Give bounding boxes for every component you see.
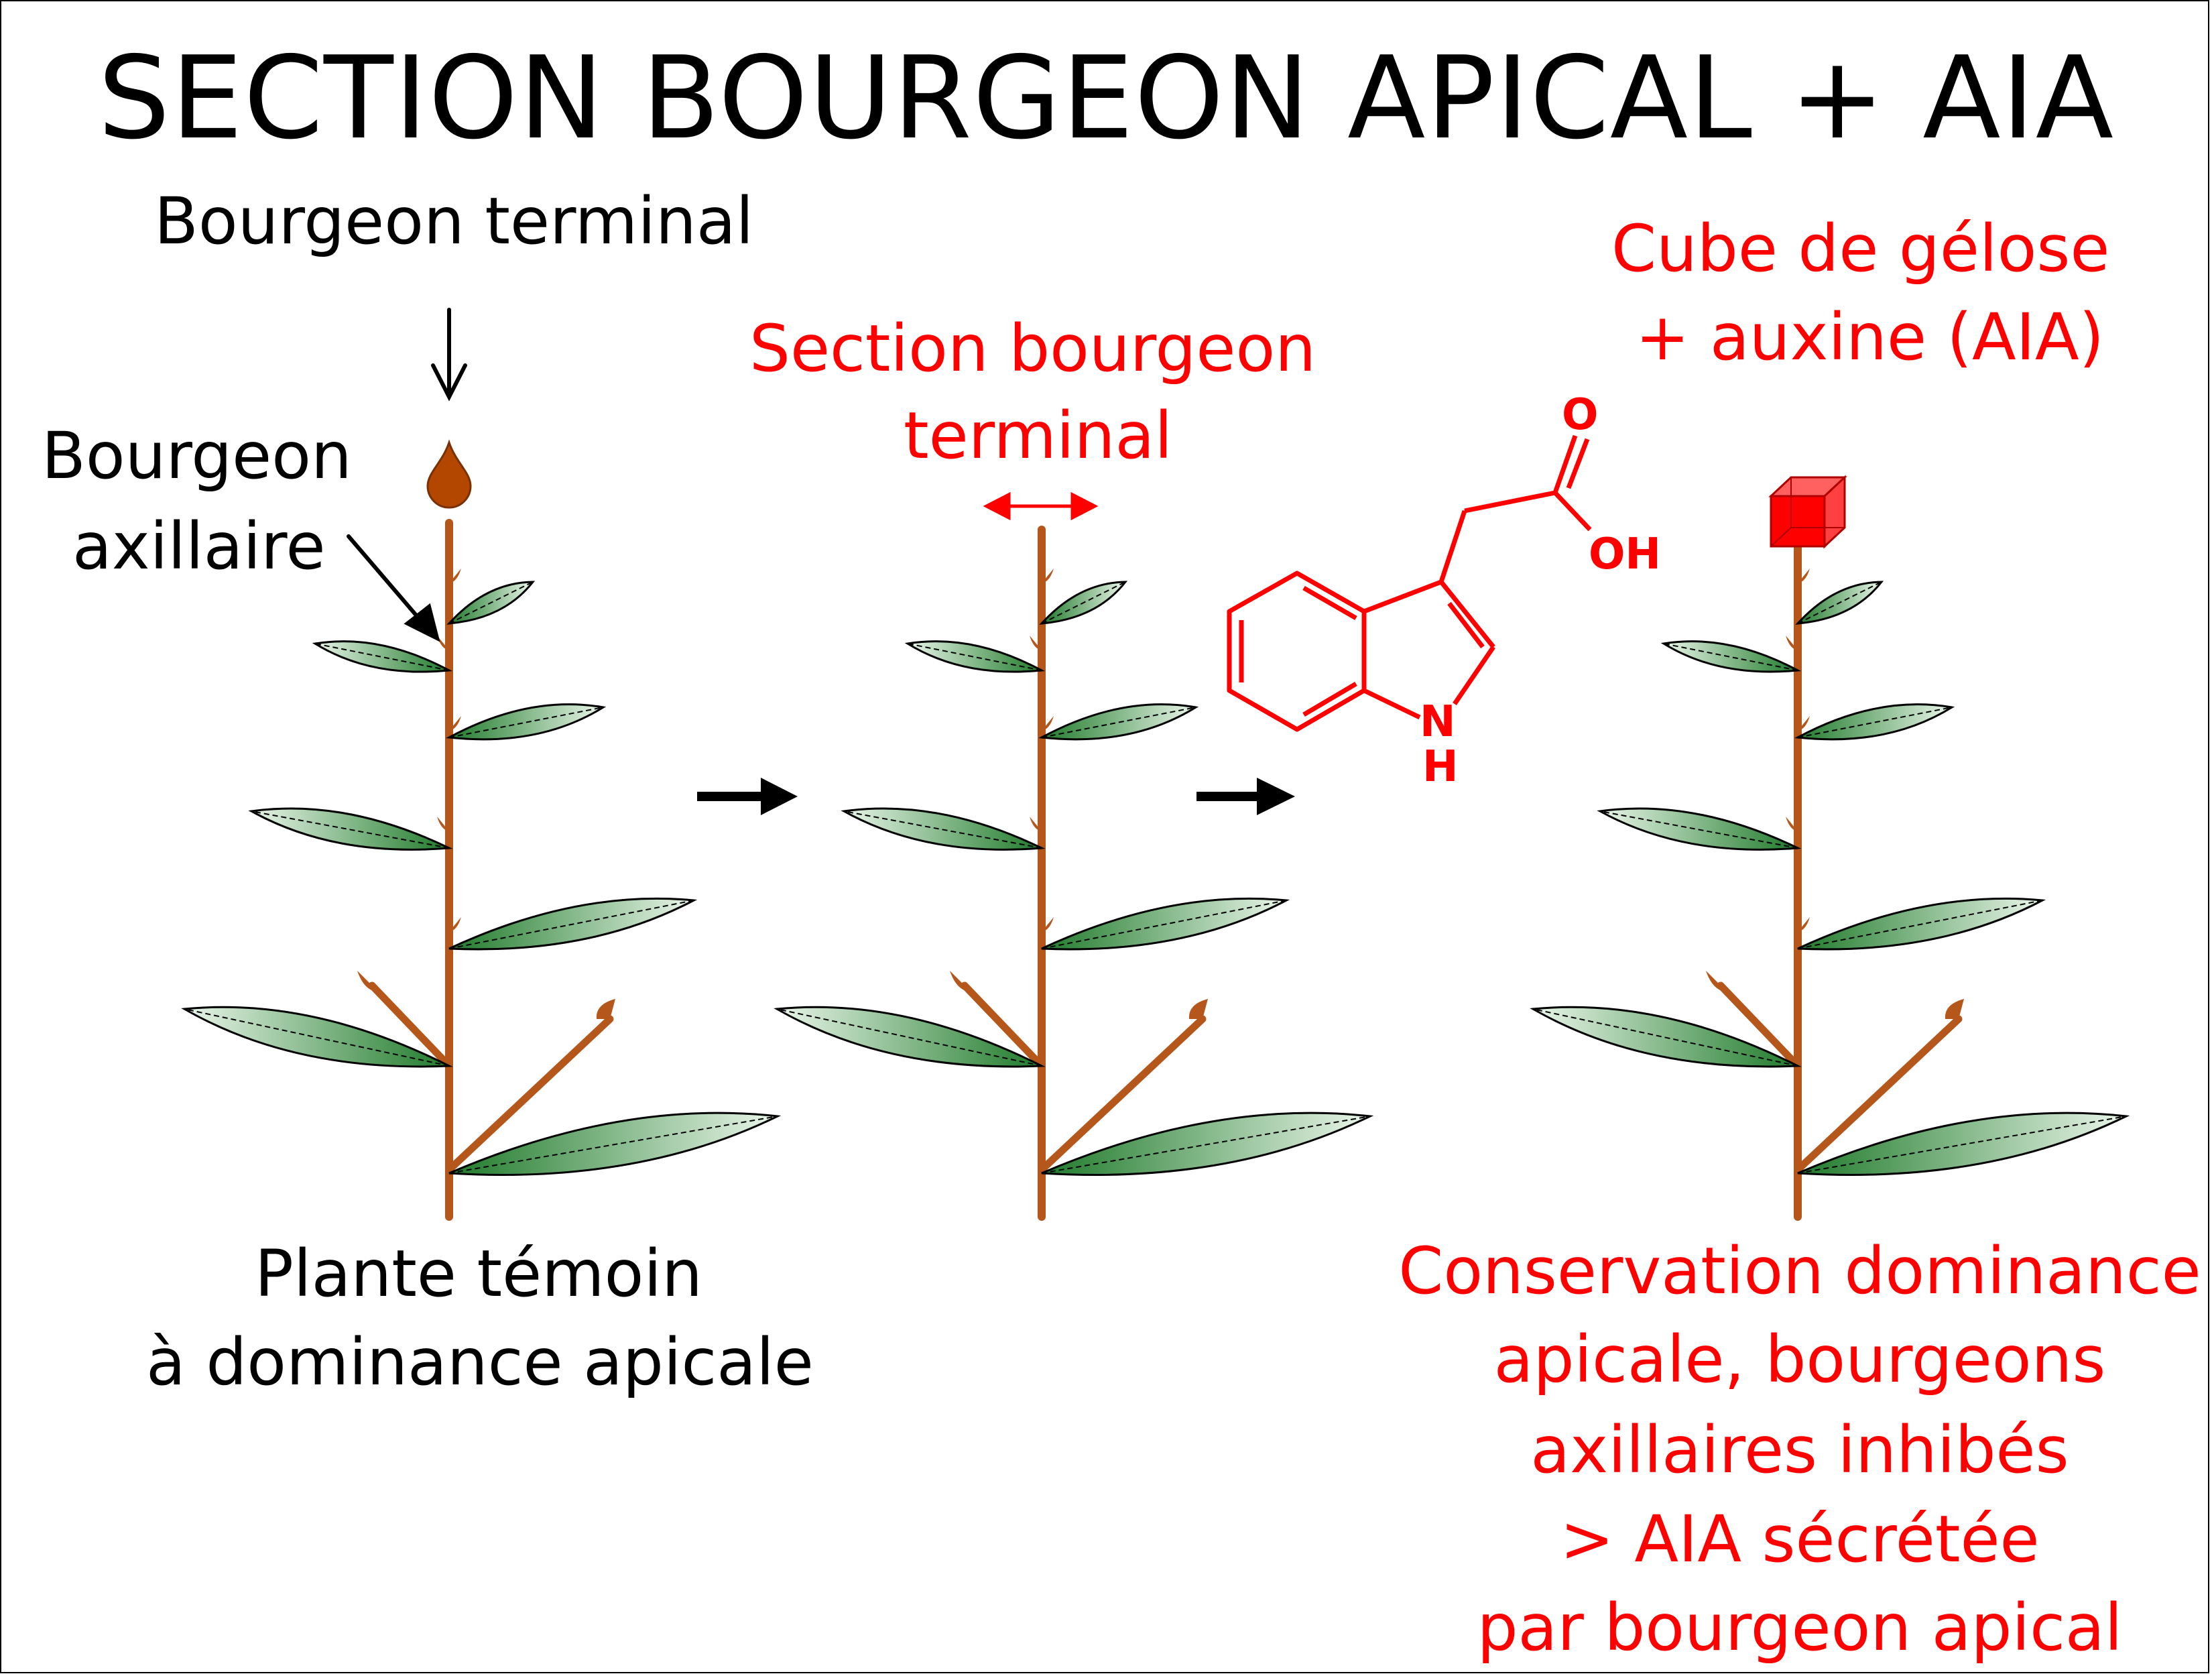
leaf-vein xyxy=(776,1008,1042,1067)
plante-gelose-aia xyxy=(1530,475,2130,1221)
aia-molecule: O OH N H xyxy=(1227,390,1661,792)
branch xyxy=(1717,981,1802,1070)
conclusion-line: par bourgeon apical xyxy=(1477,1590,2123,1665)
label-bourgeon-terminal: Bourgeon terminal xyxy=(154,184,754,259)
leaf-vein xyxy=(1041,900,1287,949)
axillary-bud xyxy=(1786,636,1798,650)
branch xyxy=(445,1015,614,1174)
leaf-vein xyxy=(184,1008,450,1067)
branch-bud xyxy=(1945,999,1964,1019)
branch-bud xyxy=(357,971,379,992)
label-section-2: terminal xyxy=(904,398,1173,473)
axillary-bud-arrow xyxy=(347,534,440,642)
nitrogen-atom: N xyxy=(1420,697,1456,747)
axillary-bud xyxy=(1030,636,1042,650)
leaf-vein xyxy=(314,643,450,671)
branch xyxy=(961,981,1046,1070)
branch xyxy=(368,981,453,1070)
axillary-bud xyxy=(1798,716,1810,731)
leaf-vein xyxy=(448,900,694,949)
branch-bud xyxy=(1706,971,1727,992)
leaf-vein xyxy=(448,1116,778,1174)
leaf-vein xyxy=(907,643,1042,671)
axillary-bud xyxy=(1786,817,1798,831)
axillary-bud xyxy=(1042,716,1054,731)
leaf-vein xyxy=(1599,811,1798,849)
axillary-bud xyxy=(449,716,461,731)
plante-sectionnee xyxy=(774,526,1374,1221)
branch xyxy=(1038,1015,1207,1174)
axillary-bud xyxy=(1030,817,1042,831)
axillary-bud xyxy=(437,817,449,831)
page-title: SECTION BOURGEON APICAL + AIA xyxy=(97,32,2115,165)
label-temoin-1: Plante témoin xyxy=(255,1236,702,1311)
plante-temoin xyxy=(181,439,782,1221)
leaf xyxy=(904,640,1046,673)
axillary-bud xyxy=(437,636,449,650)
leaf-vein xyxy=(1797,1116,2127,1174)
leaf-vein xyxy=(1041,581,1126,624)
conclusion-line: apicale, bourgeons xyxy=(1493,1322,2106,1397)
leaf-vein xyxy=(1041,707,1196,738)
axillary-bud xyxy=(449,568,461,583)
branch xyxy=(1794,1015,1963,1174)
terminal-bud-arrow xyxy=(431,308,467,402)
conclusion-line: Conservation dominance xyxy=(1398,1234,2201,1309)
step-arrow-2 xyxy=(1196,778,1295,815)
label-cube-1: Cube de gélose xyxy=(1611,211,2110,286)
axillary-bud xyxy=(449,917,461,932)
axillary-bud xyxy=(1798,917,1810,932)
axillary-bud xyxy=(1042,917,1054,932)
step-arrow-1 xyxy=(697,778,798,815)
label-bourgeon-axillaire-2: axillaire xyxy=(72,509,326,584)
leaf xyxy=(1660,640,1802,673)
axillary-bud xyxy=(1042,568,1054,583)
leaf-vein xyxy=(843,811,1042,849)
leaf-vein xyxy=(251,811,450,849)
hydroxyl-group: OH xyxy=(1589,530,1661,579)
leaf-vein xyxy=(1797,900,2043,949)
label-section-1: Section bourgeon xyxy=(749,311,1316,386)
leaf xyxy=(312,640,453,673)
section-double-arrow xyxy=(983,491,1099,521)
leaf-vein xyxy=(1797,581,1882,624)
axillary-bud xyxy=(1798,568,1810,583)
branch-bud xyxy=(1188,999,1208,1019)
terminal-bud xyxy=(426,439,472,509)
leaf-vein xyxy=(448,581,534,624)
label-cube-2: + auxine (AIA) xyxy=(1636,300,2105,375)
leaf-vein xyxy=(1797,707,1953,738)
conclusion-line: > AIA sécrétée xyxy=(1560,1502,2040,1577)
conclusion-line: axillaires inhibés xyxy=(1530,1413,2069,1488)
leaf-vein xyxy=(1041,1116,1371,1174)
hydrogen-atom: H xyxy=(1422,742,1459,792)
branch-bud xyxy=(596,999,615,1019)
label-bourgeon-axillaire-1: Bourgeon xyxy=(42,418,352,493)
leaf-vein xyxy=(1663,643,1798,671)
leaf-vein xyxy=(448,707,604,738)
branch-bud xyxy=(950,971,971,992)
gelose-cube xyxy=(1768,475,1847,549)
cube-edge xyxy=(1770,527,1792,547)
oxygen-atom: O xyxy=(1562,390,1598,440)
label-temoin-2: à dominance apicale xyxy=(146,1325,814,1400)
leaf-vein xyxy=(1532,1008,1798,1067)
